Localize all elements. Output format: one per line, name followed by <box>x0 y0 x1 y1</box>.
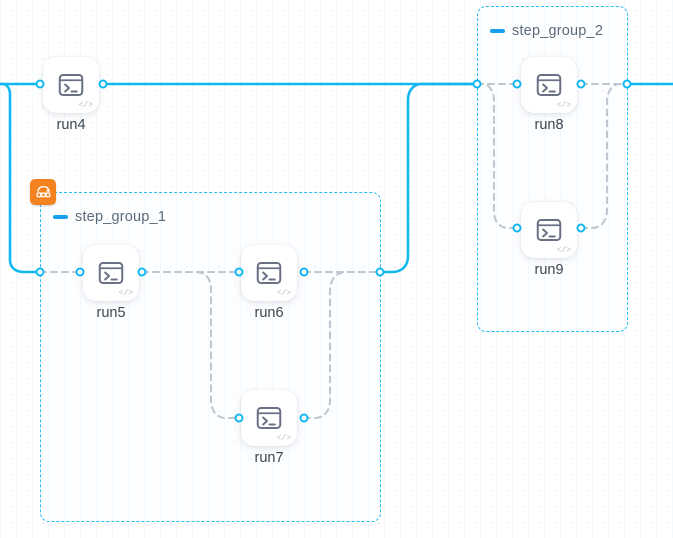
node-run7[interactable]: </> <box>241 390 297 446</box>
port-run4-in[interactable] <box>35 79 45 89</box>
port-run6-out[interactable] <box>299 267 309 277</box>
port-run5-in[interactable] <box>75 267 85 277</box>
terminal-icon <box>256 262 282 284</box>
port-run7-in[interactable] <box>234 413 244 423</box>
node-run6[interactable]: </> <box>241 245 297 301</box>
port-group2-out[interactable] <box>622 79 632 89</box>
port-run5-out[interactable] <box>137 267 147 277</box>
port-group1-in[interactable] <box>35 267 45 277</box>
terminal-icon <box>536 74 562 96</box>
terminal-icon <box>256 407 282 429</box>
collapse-toggle-icon[interactable] <box>490 29 505 33</box>
port-group2-in[interactable] <box>472 79 482 89</box>
code-badge-icon: </> <box>78 101 93 110</box>
edge-group1-out-to-group2 <box>378 82 479 274</box>
node-run8[interactable]: </> <box>521 57 577 113</box>
node-run4[interactable]: </> <box>43 57 99 113</box>
group-step-group-1[interactable]: step_group_1 <box>30 179 381 522</box>
group-header-step-group-2[interactable]: step_group_2 <box>490 23 603 39</box>
port-run6-in[interactable] <box>234 267 244 277</box>
port-run8-out[interactable] <box>576 79 586 89</box>
step-group-icon <box>30 179 56 205</box>
node-label-run7: run7 <box>254 450 284 466</box>
code-badge-icon: </> <box>556 101 571 110</box>
node-label-run5: run5 <box>96 305 126 321</box>
edge-left-to-group1 <box>0 82 42 274</box>
group-label: step_group_1 <box>75 209 167 225</box>
node-label-run6: run6 <box>254 305 284 321</box>
terminal-icon <box>58 74 84 96</box>
terminal-icon <box>98 262 124 284</box>
collapse-toggle-icon[interactable] <box>53 215 68 219</box>
port-run9-in[interactable] <box>512 223 522 233</box>
group-step-group-2[interactable]: step_group_2 <box>477 6 628 332</box>
node-label-run4: run4 <box>56 117 86 133</box>
port-group1-out[interactable] <box>375 267 385 277</box>
terminal-icon <box>536 219 562 241</box>
code-badge-icon: </> <box>276 434 291 443</box>
group-label: step_group_2 <box>512 23 604 39</box>
code-badge-icon: </> <box>556 246 571 255</box>
port-run4-out[interactable] <box>98 79 108 89</box>
code-badge-icon: </> <box>118 289 133 298</box>
node-label-run8: run8 <box>534 117 564 133</box>
node-run9[interactable]: </> <box>521 202 577 258</box>
group-header-step-group-1[interactable]: step_group_1 <box>53 209 166 225</box>
node-run5[interactable]: </> <box>83 245 139 301</box>
port-run8-in[interactable] <box>512 79 522 89</box>
port-run9-out[interactable] <box>576 223 586 233</box>
port-run7-out[interactable] <box>299 413 309 423</box>
code-badge-icon: </> <box>276 289 291 298</box>
node-label-run9: run9 <box>534 262 564 278</box>
